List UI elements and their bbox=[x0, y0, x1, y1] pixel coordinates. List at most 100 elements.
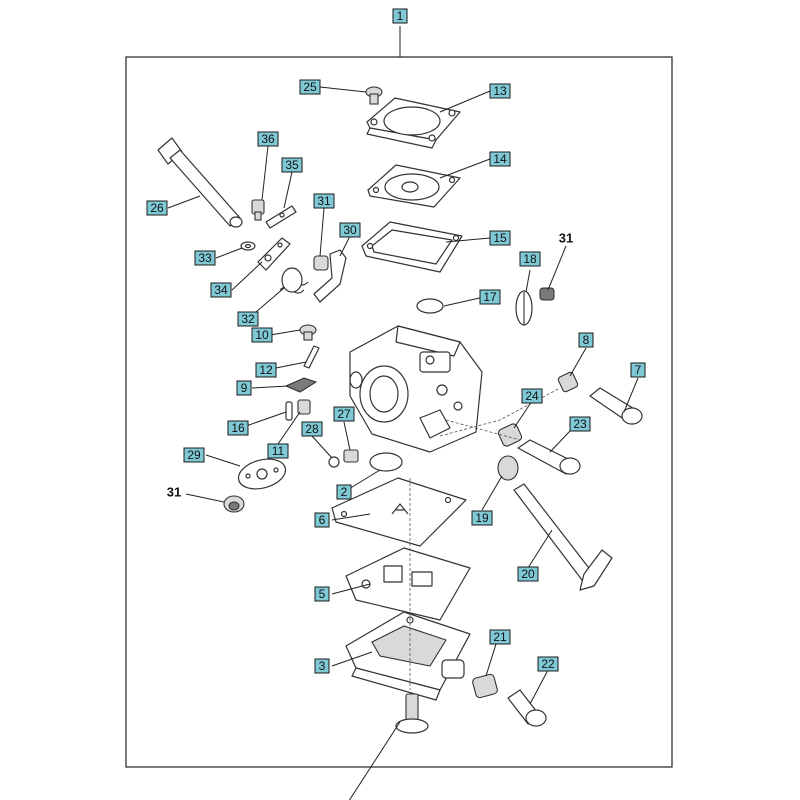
callout-20-31: 20 bbox=[517, 566, 539, 582]
screw-4-drawing bbox=[395, 693, 429, 734]
callout-28-24-box bbox=[301, 421, 323, 437]
cover-3-drawing bbox=[345, 611, 471, 701]
spring-21-drawing bbox=[472, 673, 498, 699]
callout-17-13-box bbox=[479, 289, 501, 305]
callout-8-16-box bbox=[578, 332, 594, 348]
callout-27-21-text: 27 bbox=[337, 407, 351, 421]
callout-25-0: 25 bbox=[299, 79, 321, 95]
callout-33-10-text: 33 bbox=[198, 251, 212, 265]
callout-10-15-box bbox=[251, 327, 273, 343]
callout-12-18-text: 12 bbox=[259, 363, 273, 377]
callout-11-25: 11 bbox=[267, 443, 289, 459]
callout-5-32-text: 5 bbox=[319, 587, 326, 601]
spring-32-drawing bbox=[279, 267, 309, 294]
oring-2-drawing bbox=[369, 452, 403, 472]
callout-18-12: 18 bbox=[519, 251, 541, 267]
callout-36-4-box bbox=[257, 131, 279, 147]
callout-16-22-text: 16 bbox=[231, 421, 245, 435]
callout-13-1-text: 13 bbox=[493, 84, 507, 98]
screw-25-drawing bbox=[365, 86, 383, 105]
callout-31-9: 31 bbox=[559, 231, 573, 246]
callout-32-14: 32 bbox=[237, 311, 259, 327]
callout-20-31-box bbox=[517, 566, 539, 582]
callout-33-10-box bbox=[194, 250, 216, 266]
screw-10-drawing bbox=[299, 324, 317, 341]
callout-15-3: 15 bbox=[489, 230, 511, 246]
callout-27-21-box bbox=[333, 406, 355, 422]
cover-29-drawing bbox=[237, 458, 287, 490]
callout-11-25-box bbox=[267, 443, 289, 459]
assembly-frame bbox=[125, 26, 673, 768]
needle-23-drawing bbox=[517, 439, 581, 475]
callout-28-24-text: 28 bbox=[305, 422, 319, 436]
callout-9-19: 9 bbox=[236, 380, 252, 396]
callout-1: 1 bbox=[392, 8, 408, 24]
spring-19-drawing bbox=[497, 455, 519, 481]
needle-16-drawing bbox=[285, 401, 293, 421]
callout-32-14-box bbox=[237, 311, 259, 327]
callout-1-text: 1 bbox=[397, 9, 404, 23]
callout-2-27-box bbox=[336, 484, 352, 500]
spring-11-drawing bbox=[297, 399, 311, 415]
callout-13-1-box bbox=[489, 83, 511, 99]
callout-6-30-text: 6 bbox=[319, 513, 326, 527]
screen-27-drawing bbox=[343, 449, 359, 463]
callout-12-18-box bbox=[255, 362, 277, 378]
callout-19-29: 19 bbox=[471, 510, 493, 526]
callout-26-6-text: 26 bbox=[150, 201, 164, 215]
callout-9-19-box bbox=[236, 380, 252, 396]
callout-22-34-box bbox=[537, 656, 559, 672]
callout-10-15: 10 bbox=[251, 327, 273, 343]
callout-15-3-box bbox=[489, 230, 511, 246]
callout-31-7-text: 31 bbox=[317, 194, 331, 208]
callout-1-box bbox=[392, 8, 408, 24]
callout-18-12-box bbox=[519, 251, 541, 267]
callout-24-20-text: 24 bbox=[525, 389, 539, 403]
callout-33-10: 33 bbox=[194, 250, 216, 266]
part-drawings bbox=[157, 86, 643, 734]
gasket-6-drawing bbox=[331, 477, 467, 547]
callout-22-34: 22 bbox=[537, 656, 559, 672]
callout-34-11: 34 bbox=[210, 282, 232, 298]
callout-25-0-box bbox=[299, 79, 321, 95]
callout-31-9-text: 31 bbox=[559, 231, 573, 246]
callout-2-27-text: 2 bbox=[341, 485, 348, 499]
callout-10-15-text: 10 bbox=[255, 328, 269, 342]
callout-15-3-text: 15 bbox=[493, 231, 507, 245]
callout-25-0-text: 25 bbox=[303, 80, 317, 94]
washer-33-drawing bbox=[240, 241, 256, 251]
screw-22-drawing bbox=[507, 689, 547, 727]
callout-7-17-box bbox=[630, 362, 646, 378]
callout-16-22: 16 bbox=[227, 420, 249, 436]
callout-26-6: 26 bbox=[146, 200, 168, 216]
callout-5-32-box bbox=[314, 586, 330, 602]
callout-20-31-text: 20 bbox=[521, 567, 535, 581]
callout-31-7-box bbox=[313, 193, 335, 209]
callout-22-34-text: 22 bbox=[541, 657, 555, 671]
bracket-30-drawing bbox=[313, 249, 347, 303]
callout-17-13: 17 bbox=[479, 289, 501, 305]
callout-36-4-text: 36 bbox=[261, 132, 275, 146]
callout-7-17: 7 bbox=[630, 362, 646, 378]
callout-23-23-text: 23 bbox=[573, 417, 587, 431]
plug-31-left-drawing bbox=[223, 495, 245, 513]
callout-14-2-text: 14 bbox=[493, 152, 507, 166]
gasket-5-drawing bbox=[345, 547, 471, 621]
spring-8-drawing bbox=[557, 371, 579, 393]
carburetor-body-drawing bbox=[349, 325, 483, 453]
callout-35-5-box bbox=[281, 157, 303, 173]
valve-disc-18-drawing bbox=[515, 290, 533, 326]
callout-23-23: 23 bbox=[569, 416, 591, 432]
callout-31-7: 31 bbox=[313, 193, 335, 209]
lever-35-drawing bbox=[265, 205, 297, 229]
lever-34-drawing bbox=[257, 237, 291, 271]
oring-17-drawing bbox=[416, 298, 444, 314]
callout-30-8-box bbox=[339, 222, 361, 238]
ball-28-drawing bbox=[328, 456, 340, 468]
pin-12-drawing bbox=[303, 345, 320, 369]
callout-2-27: 2 bbox=[336, 484, 352, 500]
callout-7-17-text: 7 bbox=[635, 363, 642, 377]
gasket-15-drawing bbox=[361, 221, 463, 273]
